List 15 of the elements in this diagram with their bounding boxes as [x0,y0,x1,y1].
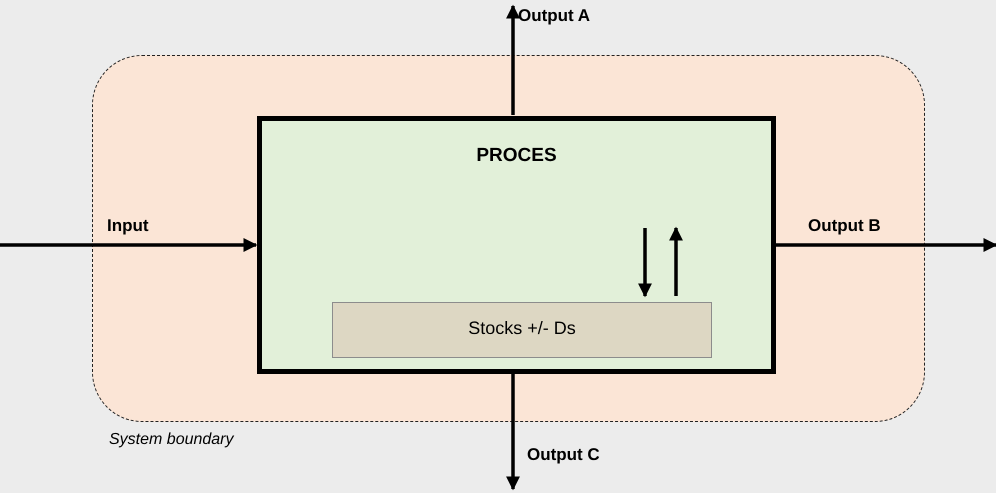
edge-label: Input [107,216,149,236]
arrow [638,228,652,298]
edge-label: Output C [527,445,600,465]
arrow [775,238,996,252]
arrow [506,4,520,115]
edge-label: Output A [518,6,590,26]
stocks-label: Stocks +/- Ds [468,318,576,339]
arrow [0,238,258,252]
process-title: PROCES [476,145,557,167]
system-boundary-label: System boundary [109,431,234,449]
process-box [257,116,776,374]
edge-label: Output B [808,216,881,236]
stocks-box [332,302,712,358]
arrow [669,226,683,296]
arrow [506,373,520,490]
